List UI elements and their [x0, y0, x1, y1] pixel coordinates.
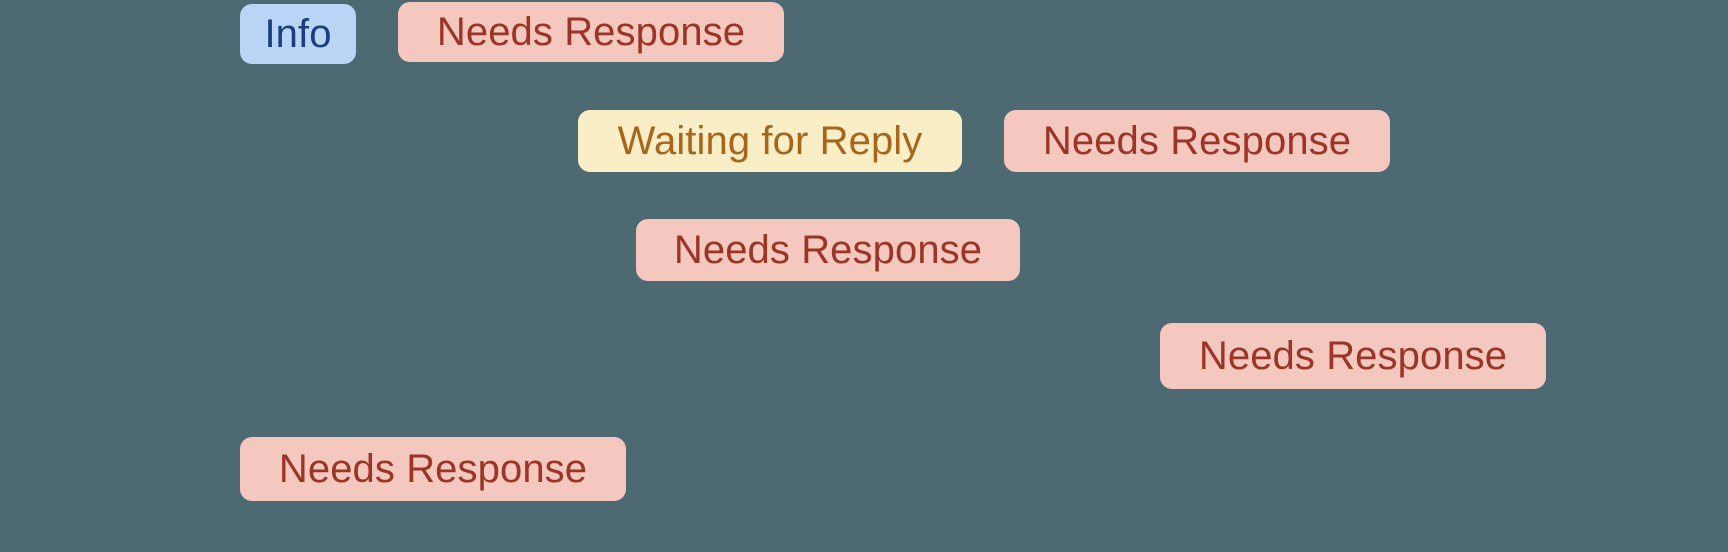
status-badge-label: Waiting for Reply — [617, 119, 923, 163]
status-badge[interactable]: Needs Response — [240, 437, 626, 501]
status-badge[interactable]: Info — [240, 4, 356, 64]
status-badge[interactable]: Needs Response — [1004, 110, 1390, 172]
status-badge-label: Needs Response — [673, 228, 983, 272]
status-badge-label: Needs Response — [436, 10, 746, 54]
status-badge[interactable]: Needs Response — [1160, 323, 1546, 389]
status-badge[interactable]: Needs Response — [636, 219, 1020, 281]
status-badge[interactable]: Waiting for Reply — [578, 110, 962, 172]
status-badge-label: Needs Response — [1198, 334, 1508, 378]
status-badge[interactable]: Needs Response — [398, 2, 784, 62]
status-badge-label: Needs Response — [1042, 119, 1352, 163]
status-badge-label: Needs Response — [278, 447, 588, 491]
status-badge-label: Info — [264, 12, 332, 56]
